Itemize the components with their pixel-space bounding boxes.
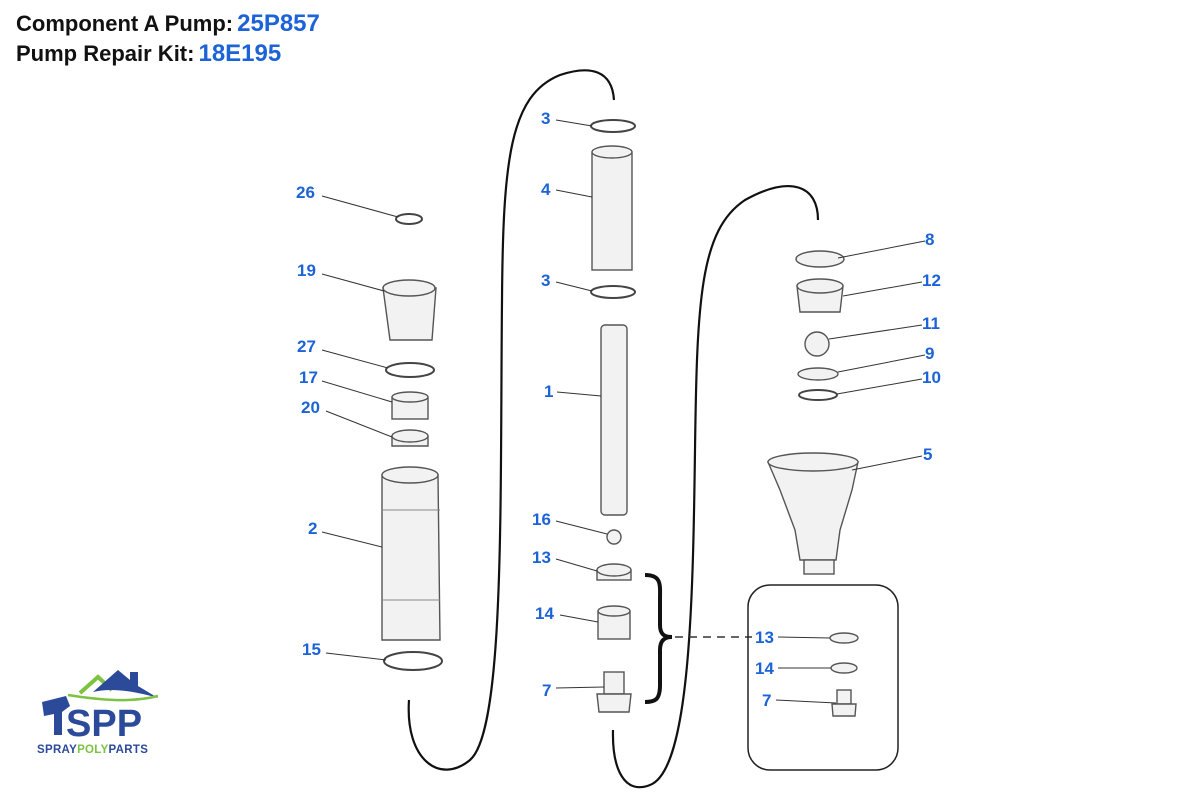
logo-house-blue	[93, 670, 158, 698]
kit-part-7	[831, 689, 857, 717]
callout-10: 10	[922, 368, 941, 387]
part-9-seat	[797, 367, 839, 381]
kit-bracket	[644, 573, 673, 704]
part-17-bushing	[391, 391, 429, 420]
callout-9: 9	[925, 344, 934, 363]
callout-5: 5	[923, 445, 932, 464]
part-20-seal	[391, 429, 429, 447]
pump-label: Component A Pump:	[16, 11, 234, 36]
part-1-rod	[600, 324, 628, 516]
pump-heading: Component A Pump:25P857	[16, 10, 320, 38]
part-13-seat	[596, 563, 632, 581]
callout-13: 13	[532, 548, 551, 567]
part-27-oring	[385, 362, 435, 378]
callout-3-top: 3	[541, 109, 550, 128]
part-26-ring	[395, 213, 423, 225]
kit-part-number: 18E195	[198, 40, 282, 67]
repair-kit-box	[747, 584, 899, 771]
callout-14: 14	[535, 604, 554, 623]
callout-1: 1	[544, 382, 553, 401]
part-3-oring-top	[590, 119, 636, 133]
callout-3-bottom: 3	[541, 271, 550, 290]
callout-12: 12	[922, 271, 941, 290]
kit-callout-7: 7	[762, 691, 771, 710]
logo-spray-gun-icon	[42, 696, 70, 735]
callout-17: 17	[299, 368, 318, 387]
part-19-housing	[382, 279, 437, 341]
leader-lines	[321, 119, 926, 704]
callout-26: 26	[296, 183, 315, 202]
logo-mark: SPP	[66, 703, 142, 745]
part-3-oring-bottom	[590, 285, 636, 299]
sprayolyparts-logo: SPP SPRAYPOLYPARTS	[37, 670, 159, 756]
kit-label: Pump Repair Kit:	[16, 41, 195, 66]
callout-19: 19	[297, 261, 316, 280]
part-16-ball	[606, 529, 622, 545]
part-5-intake-housing	[766, 452, 859, 575]
callout-15: 15	[302, 640, 321, 659]
logo-swoosh	[67, 693, 159, 702]
callout-2: 2	[308, 519, 317, 538]
callout-4: 4	[541, 180, 551, 199]
assembly-curve-left	[407, 69, 616, 771]
part-4-sleeve	[591, 145, 633, 271]
callout-8: 8	[925, 230, 934, 249]
part-11-ball	[804, 331, 830, 357]
kit-heading: Pump Repair Kit:18E195	[16, 40, 281, 68]
part-12-cage	[796, 278, 844, 313]
part-7-fitting	[596, 671, 632, 713]
part-2-cylinder	[381, 466, 441, 641]
callout-20: 20	[301, 398, 320, 417]
callout-11: 11	[922, 314, 940, 333]
pump-part-number: 25P857	[237, 10, 320, 37]
part-15-oring	[383, 651, 443, 671]
part-10-oring	[798, 389, 838, 401]
kit-part-14	[830, 662, 858, 674]
part-8-spring	[795, 250, 845, 268]
part-14-guide	[597, 605, 631, 640]
logo-wordmark: SPRAYPOLYPARTS	[37, 744, 148, 756]
kit-callout-13: 13	[755, 628, 774, 647]
callout-27: 27	[297, 337, 316, 356]
assembly-curve-right	[611, 185, 820, 789]
kit-callout-14: 14	[755, 659, 774, 678]
kit-part-13	[829, 632, 859, 644]
callout-16: 16	[532, 510, 551, 529]
callout-7: 7	[542, 681, 551, 700]
